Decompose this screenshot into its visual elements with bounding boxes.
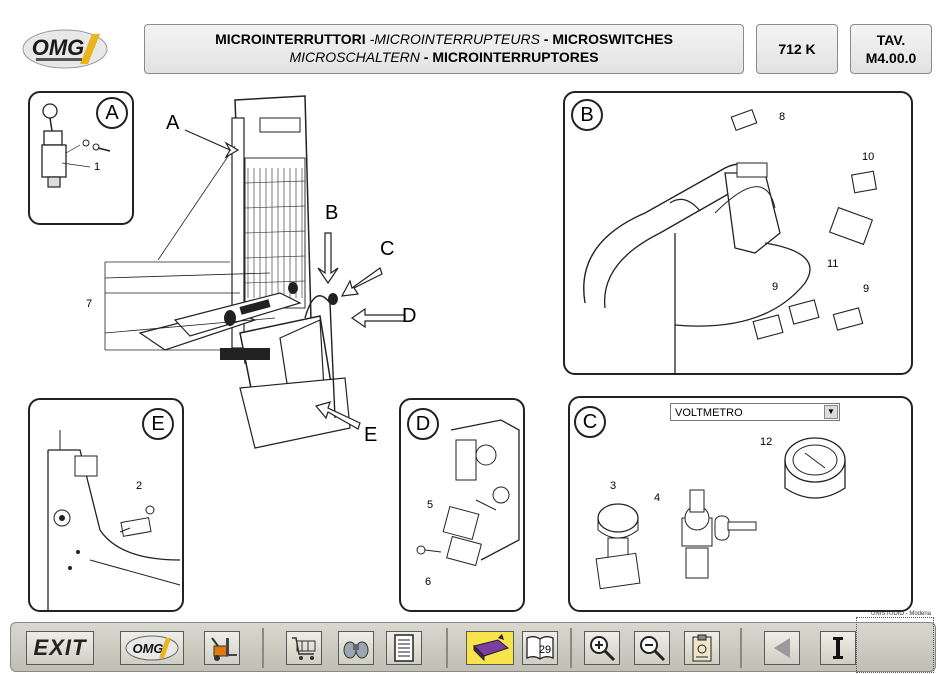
limit-switch-drawing	[41, 103, 111, 188]
component-dropdown[interactable]: VOLTMETRO ▼	[670, 403, 840, 421]
panel-a: A 1	[28, 91, 134, 225]
toolbar-separator	[446, 628, 448, 668]
dropdown-value: VOLTMETRO	[675, 407, 743, 419]
panel-e: E 2	[28, 398, 184, 612]
book-icon	[473, 634, 510, 662]
back-arrow-icon	[774, 638, 790, 658]
toolbar-separator	[570, 628, 572, 668]
part-9-label-right: 9	[863, 283, 870, 295]
exit-label: EXIT	[33, 635, 87, 660]
notes-button[interactable]	[684, 631, 720, 665]
part-5-label: 5	[427, 499, 434, 511]
part-12-label: 12	[760, 436, 773, 448]
back-button[interactable]	[764, 631, 800, 665]
callout-d: D	[402, 305, 417, 327]
table-number: TAV. M4.00.0	[850, 24, 932, 74]
svg-text:29: 29	[539, 644, 551, 656]
part-4-label: 4	[654, 492, 661, 504]
zoom-in-icon	[590, 636, 616, 662]
search-button[interactable]	[338, 631, 374, 665]
panel-b-badge: B	[571, 99, 603, 131]
panel-b: B 8 10 11 9 9	[563, 91, 913, 375]
panel-d: D 5 6	[399, 398, 525, 612]
exit-button[interactable]: EXIT	[26, 631, 94, 665]
part-8-label: 8	[779, 111, 786, 123]
zoom-out-icon	[640, 636, 666, 662]
page-title: MICROINTERRUTTORI -MICROINTERRUPTEURS - …	[144, 24, 744, 74]
part-3-label: 3	[610, 480, 617, 492]
svg-text:OMG: OMG	[32, 35, 85, 60]
panel-a-badge: A	[96, 97, 128, 129]
tiller-head-drawing	[583, 108, 878, 373]
part-1-label: 1	[94, 161, 101, 173]
tav-label: TAV.	[876, 32, 906, 48]
binoculars-icon	[343, 641, 369, 659]
info-icon	[833, 637, 843, 659]
panel-c: C 12 3 4	[568, 396, 913, 612]
cart-icon	[292, 637, 316, 660]
chevron-down-icon[interactable]: ▼	[824, 405, 838, 419]
tiller-switch-drawing	[47, 430, 181, 610]
toolbar-separator	[262, 628, 264, 668]
page-29-icon: 29	[526, 636, 554, 660]
forklift-icon	[211, 637, 237, 661]
panel-e-badge: E	[142, 408, 174, 440]
callout-a: A	[166, 112, 180, 134]
clipboard-icon	[692, 634, 712, 662]
document-list-icon	[394, 634, 414, 662]
part-11-label: 11	[827, 258, 839, 270]
omg-logo: OMG	[22, 28, 108, 70]
panel-c-badge: C	[574, 406, 606, 438]
title-en: - MICROSWITCHES	[539, 31, 673, 47]
info-button[interactable]	[820, 631, 856, 665]
toolbar-separator	[740, 628, 742, 668]
focus-outline	[856, 617, 934, 673]
main-truck-figure: A B C D E 7	[80, 88, 430, 468]
part-10-label: 10	[862, 151, 875, 163]
truck-button[interactable]	[204, 631, 240, 665]
part-7-label: 7	[86, 298, 93, 310]
omg-home-button[interactable]: OMG	[120, 631, 184, 665]
list-button[interactable]	[386, 631, 422, 665]
part-6-label: 6	[425, 576, 432, 588]
panel-d-badge: D	[407, 408, 439, 440]
callout-b: B	[325, 202, 339, 224]
zoom-out-button[interactable]	[634, 631, 670, 665]
dashboard-components-drawing	[595, 437, 846, 590]
svg-text:OMG: OMG	[132, 641, 163, 656]
pump-switch-drawing	[416, 419, 520, 567]
credit-text: UNISTUDIO - Modena	[870, 611, 931, 617]
omg-logo-icon: OMG	[125, 635, 179, 661]
model-code: 712 K	[756, 24, 838, 74]
part-2-label: 2	[136, 480, 143, 492]
part-9-label-left: 9	[772, 281, 779, 293]
page-button[interactable]: 29	[522, 631, 558, 665]
tav-number: M4.00.0	[865, 50, 917, 66]
title-it: MICROINTERRUTTORI	[215, 31, 370, 47]
callout-c: C	[380, 238, 395, 260]
cart-button[interactable]	[286, 631, 322, 665]
title-es: - MICROINTERRUPTORES	[419, 49, 599, 65]
title-fr: -MICROINTERRUPTEURS	[369, 31, 540, 47]
title-de: MICROSCHALTERN	[289, 49, 420, 65]
callout-e: E	[364, 424, 378, 446]
zoom-in-button[interactable]	[584, 631, 620, 665]
catalog-button[interactable]	[466, 631, 514, 665]
